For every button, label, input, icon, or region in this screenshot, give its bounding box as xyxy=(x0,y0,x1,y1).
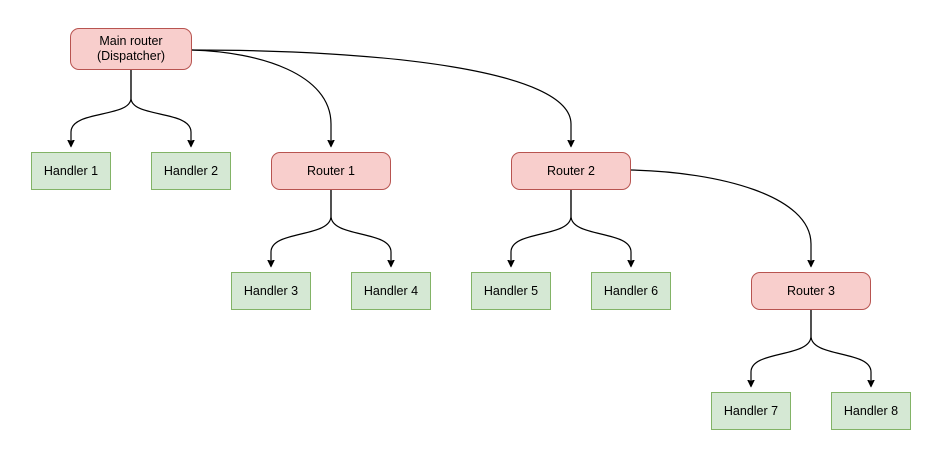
node-label-router-2: Router 2 xyxy=(547,163,595,178)
node-handler-3[interactable]: Handler 3 xyxy=(231,272,311,310)
edge-router-3-to-handler-7 xyxy=(751,309,812,386)
node-label-handler-1: Handler 1 xyxy=(43,163,99,178)
edge-main-to-router-2 xyxy=(191,49,571,146)
node-handler-8[interactable]: Handler 8 xyxy=(831,392,911,430)
node-handler-6[interactable]: Handler 6 xyxy=(591,272,671,310)
node-router-1[interactable]: Router 1 xyxy=(271,152,391,190)
node-handler-7[interactable]: Handler 7 xyxy=(711,392,791,430)
node-label-handler-3: Handler 3 xyxy=(243,283,299,298)
node-label-handler-7: Handler 7 xyxy=(723,403,779,418)
node-router-3[interactable]: Router 3 xyxy=(751,272,871,310)
edge-router-3-to-handler-8 xyxy=(810,309,871,386)
edge-main-to-handler-2 xyxy=(130,69,191,146)
edge-router-1-to-handler-3 xyxy=(271,189,332,266)
edges-group xyxy=(71,49,871,386)
edge-main-to-handler-1 xyxy=(71,69,132,146)
edge-router-2-to-handler-5 xyxy=(511,189,572,266)
node-handler-4[interactable]: Handler 4 xyxy=(351,272,431,310)
node-label-handler-4: Handler 4 xyxy=(363,283,419,298)
edge-main-to-router-1 xyxy=(191,49,331,146)
node-label-handler-6: Handler 6 xyxy=(603,283,659,298)
node-label-handler-2: Handler 2 xyxy=(163,163,219,178)
node-label-main-router: Main router (Dispatcher) xyxy=(96,34,166,63)
node-handler-1[interactable]: Handler 1 xyxy=(31,152,111,190)
node-main-router[interactable]: Main router (Dispatcher) xyxy=(70,28,192,70)
edge-router-2-to-handler-6 xyxy=(570,189,631,266)
edge-router-2-to-router-3 xyxy=(630,169,811,266)
node-label-router-3: Router 3 xyxy=(787,283,835,298)
node-handler-2[interactable]: Handler 2 xyxy=(151,152,231,190)
node-router-2[interactable]: Router 2 xyxy=(511,152,631,190)
edge-router-1-to-handler-4 xyxy=(330,189,391,266)
node-label-router-1: Router 1 xyxy=(307,163,355,178)
node-label-handler-8: Handler 8 xyxy=(843,403,899,418)
node-label-handler-5: Handler 5 xyxy=(483,283,539,298)
node-handler-5[interactable]: Handler 5 xyxy=(471,272,551,310)
